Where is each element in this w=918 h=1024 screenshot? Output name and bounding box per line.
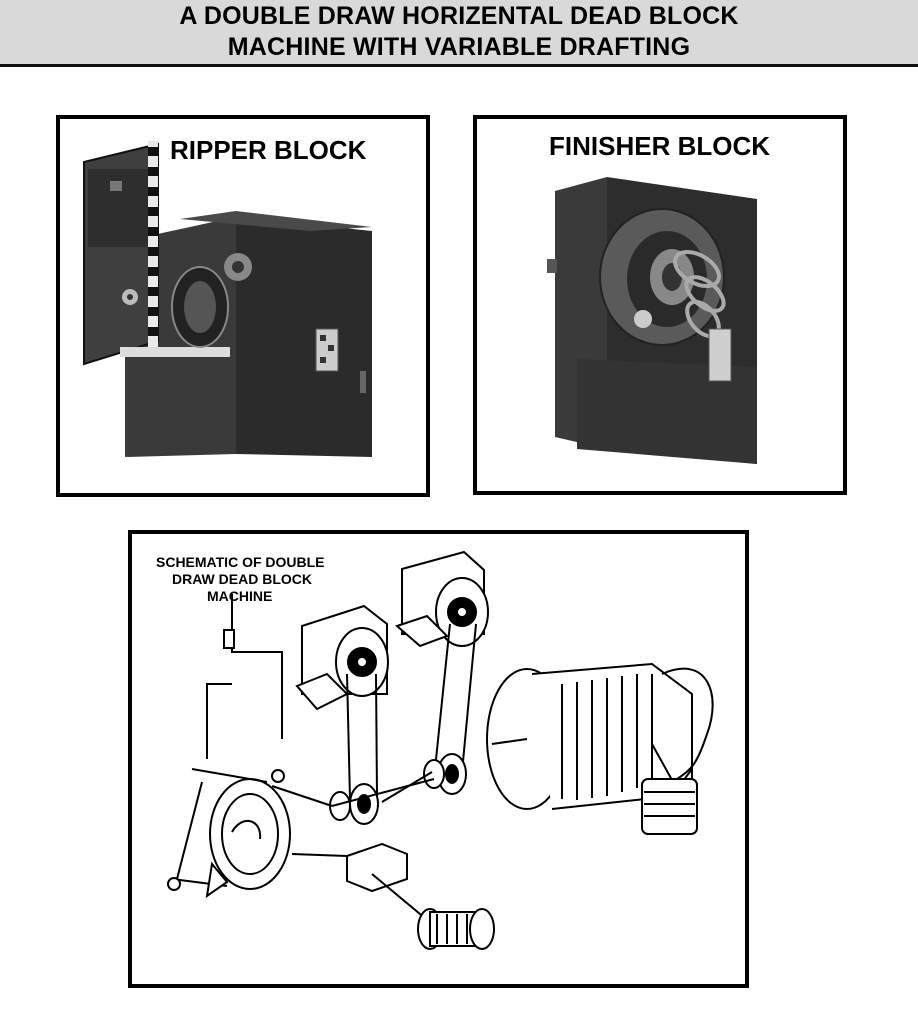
schematic-label-line-2: DRAW DEAD BLOCK <box>172 571 312 587</box>
schematic-drawing <box>167 550 714 950</box>
page-title-line-1: A DOUBLE DRAW HORIZENTAL DEAD BLOCK <box>179 2 739 30</box>
finisher-block-label: FINISHER BLOCK <box>549 131 770 161</box>
page-title-line-2: MACHINE WITH VARIABLE DRAFTING <box>227 33 691 61</box>
ripper-block-panel: RIPPER BLOCK <box>56 115 430 497</box>
ripper-block-photo <box>83 141 372 457</box>
finisher-block-photo <box>547 177 757 464</box>
schematic-label-line-3: MACHINE <box>207 588 273 604</box>
title-banner <box>0 0 918 64</box>
schematic-panel: SCHEMATIC OF DOUBLE DRAW DEAD BLOCK MACH… <box>128 530 749 988</box>
finisher-block-panel: FINISHER BLOCK <box>473 115 847 495</box>
schematic-label-line-1: SCHEMATIC OF DOUBLE <box>156 554 325 570</box>
ripper-block-label: RIPPER BLOCK <box>170 135 367 165</box>
title-underline <box>0 64 918 67</box>
